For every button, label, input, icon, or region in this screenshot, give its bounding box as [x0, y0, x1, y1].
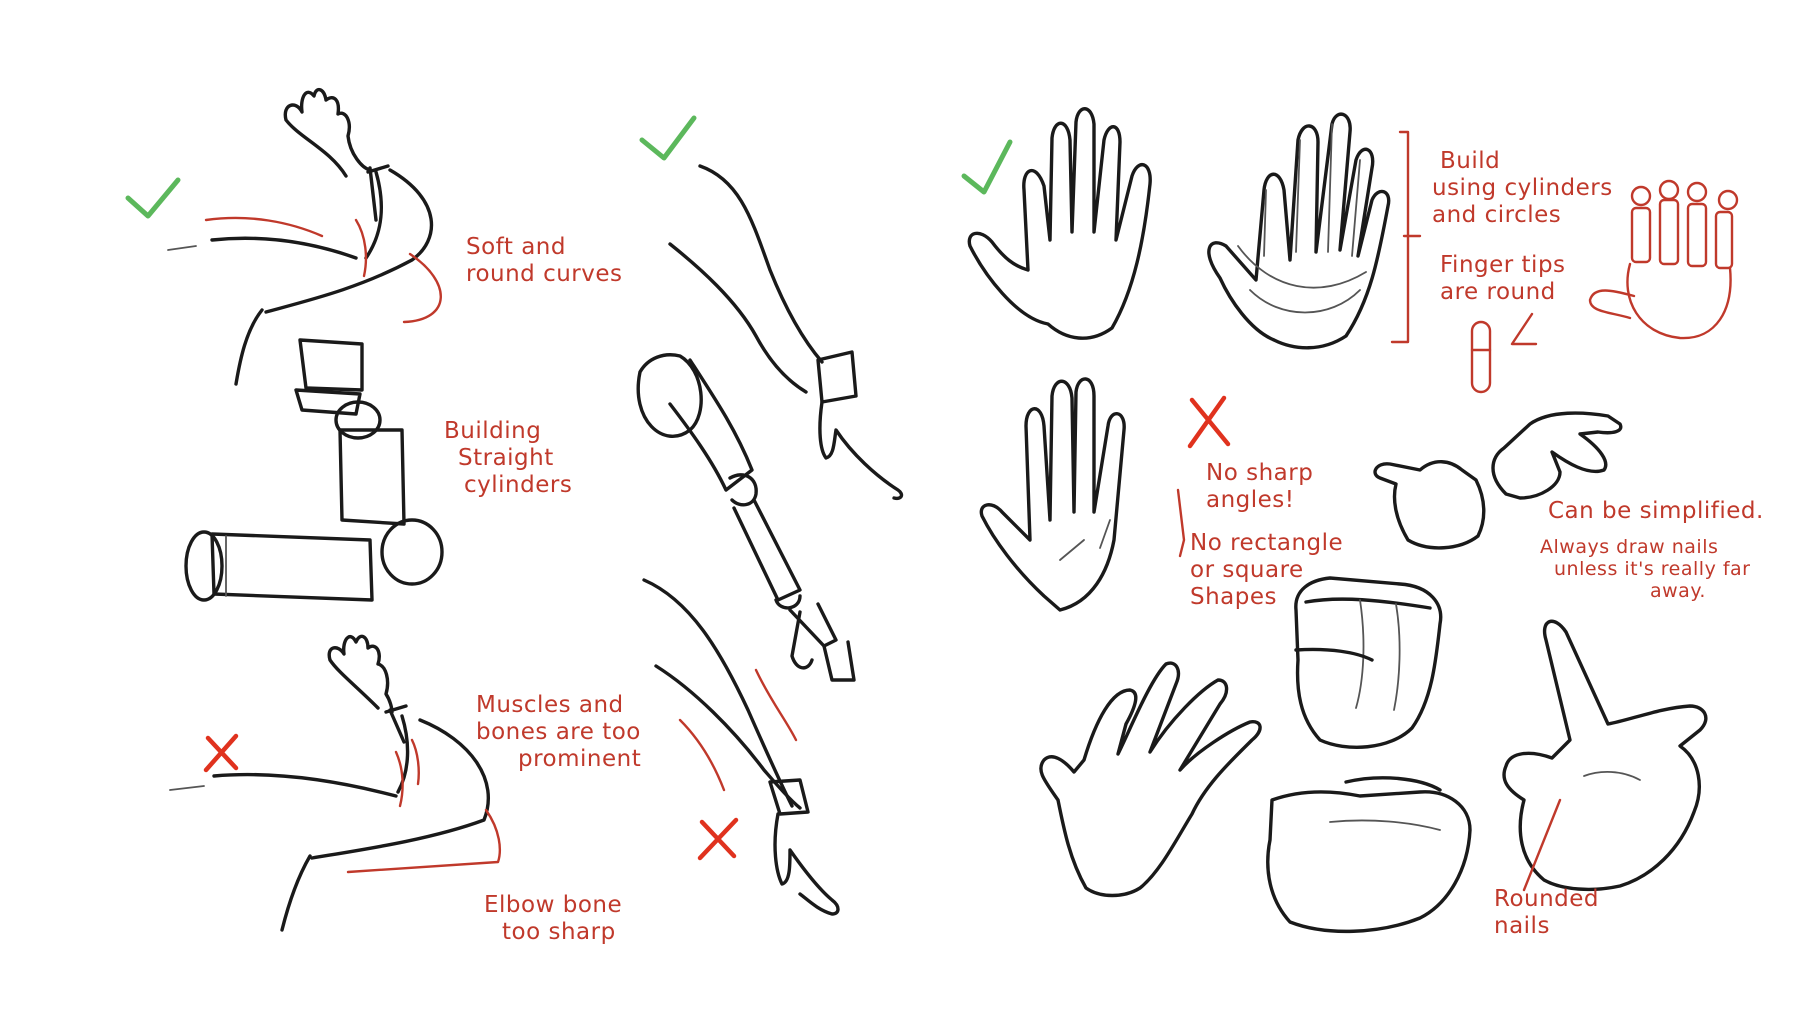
- note-elbow: Elbow bone too sharp: [484, 892, 622, 946]
- note-muscles: Muscles and bones are too prominent: [476, 692, 641, 773]
- hand-sketch-fist: [1294, 576, 1443, 749]
- note-line: Finger tips: [1440, 252, 1566, 278]
- bone-guide: [346, 738, 501, 874]
- curve-guide: [204, 216, 442, 324]
- check-icon: [961, 139, 1013, 195]
- note-line: angles!: [1206, 487, 1295, 513]
- simplified-red-hand: [1470, 179, 1739, 394]
- note-line: round curves: [466, 261, 623, 287]
- note-line: away.: [1650, 580, 1706, 602]
- hand-sketch-pointing-up: [1502, 619, 1708, 892]
- note-line: No rectangle: [1190, 530, 1344, 556]
- check-icon: [125, 177, 181, 219]
- note-no-rect: No rectangle or square Shapes: [1190, 530, 1343, 611]
- note-build: Build using cylinders and circles: [1432, 148, 1613, 229]
- hand-sketch-spread: [1039, 661, 1262, 898]
- note-cylinders: Building Straight cylinders: [444, 418, 572, 499]
- note-no-sharp: No sharp angles!: [1206, 460, 1313, 514]
- note-line: No sharp: [1206, 460, 1314, 486]
- note-line: Always draw nails: [1540, 536, 1719, 558]
- arm-sketch-straight-good: [668, 164, 904, 501]
- note-line: too sharp: [502, 919, 616, 945]
- nails-pointer: [1522, 798, 1562, 892]
- hand-sketch-small: [1373, 460, 1486, 550]
- arm-sketch-cylinders: [184, 338, 444, 602]
- note-finger-tips: Finger tips are round: [1440, 252, 1566, 306]
- sharp-bracket: [1176, 488, 1186, 558]
- hand-sketch-good: [967, 107, 1152, 340]
- note-line: Muscles and: [476, 692, 624, 718]
- note-line: nails: [1494, 913, 1550, 939]
- arm-sketch-straight-bad: [642, 578, 840, 916]
- note-line: bones are too: [476, 719, 641, 745]
- muscle-guide: [678, 668, 798, 792]
- note-line: Soft and: [466, 234, 566, 260]
- cross-icon: [697, 817, 739, 861]
- note-rounded: Rounded nails: [1494, 886, 1599, 940]
- arm-sketch-good: [167, 88, 434, 386]
- note-soft-curves: Soft and round curves: [466, 234, 623, 288]
- note-line: Elbow bone: [484, 892, 623, 918]
- cross-icon: [203, 733, 239, 773]
- note-line: Building: [444, 418, 542, 444]
- note-line: or square: [1190, 557, 1304, 583]
- note-line: using cylinders: [1432, 175, 1613, 201]
- hand-sketch-grip: [1266, 776, 1472, 934]
- note-line: unless it's really far: [1554, 558, 1751, 580]
- note-line: Build: [1440, 148, 1501, 174]
- note-line: Straight: [458, 445, 554, 471]
- note-nails: Always draw nails unless it's really far…: [1540, 536, 1751, 602]
- arm-sketch-bad: [169, 634, 490, 932]
- note-line: Shapes: [1190, 584, 1278, 610]
- cross-icon: [1187, 395, 1231, 449]
- note-line: prominent: [518, 746, 642, 772]
- hand-sketch-construction: [1207, 112, 1391, 350]
- note-line: are round: [1440, 279, 1556, 305]
- construction-bracket: [1390, 130, 1422, 344]
- hand-sketch-bad: [979, 377, 1126, 612]
- note-line: and circles: [1432, 202, 1562, 228]
- note-line: Rounded: [1494, 886, 1600, 912]
- hand-sketch-pointing-flat: [1491, 411, 1623, 500]
- arm-sketch-mannequin: [636, 353, 856, 682]
- note-line: cylinders: [464, 472, 573, 498]
- check-icon: [639, 115, 697, 161]
- note-simplified: Can be simplified.: [1548, 498, 1764, 524]
